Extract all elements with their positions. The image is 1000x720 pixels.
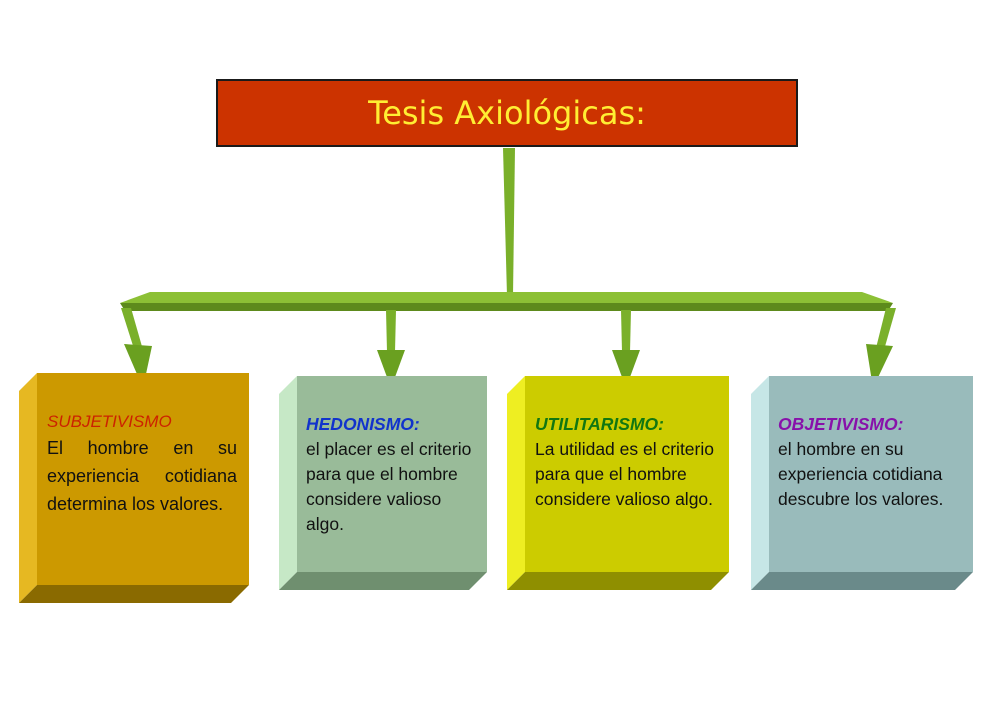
- card-body: La utilidad es el criterio para que el h…: [535, 439, 714, 509]
- horizontal-bar-front: [120, 303, 893, 311]
- card-body: el placer es el criterio para que el hom…: [306, 439, 472, 534]
- arrow-3-shaft: [621, 310, 631, 352]
- arrow-3-head: [612, 350, 640, 388]
- card-hedonismo: HEDONISMO: el placer es el criterio para…: [279, 376, 487, 590]
- arrow-2-head: [377, 350, 405, 388]
- arrow-4-shaft: [876, 308, 896, 350]
- card-body: el hombre en su experiencia cotidiana de…: [778, 439, 944, 509]
- card-heading: UTILITARISMO:: [535, 414, 664, 434]
- card-heading: HEDONISMO:: [306, 414, 420, 434]
- card-4-block: [751, 376, 973, 590]
- trunk-connector: [503, 148, 515, 296]
- card-body: El hombre en su experiencia cotidiana de…: [47, 438, 237, 514]
- card-objetivismo: OBJETIVISMO: el hombre en su experiencia…: [751, 376, 973, 590]
- arrow-1-shaft: [121, 308, 143, 352]
- card-2-block: [279, 376, 487, 590]
- card-heading: OBJETIVISMO:: [778, 414, 904, 434]
- card-heading: SUBJETIVISMO: [47, 412, 172, 431]
- card-3-block: [507, 376, 729, 590]
- horizontal-bar-top: [120, 292, 893, 303]
- card-subjetivismo: SUBJETIVISMO El hombre en su experiencia…: [19, 373, 249, 603]
- title-box: Tesis Axiológicas:: [216, 79, 798, 147]
- card-1-block: [19, 373, 249, 603]
- arrow-2-shaft: [386, 310, 396, 352]
- card-utilitarismo: UTILITARISMO: La utilidad es el criterio…: [507, 376, 729, 590]
- page-title: Tesis Axiológicas:: [368, 94, 646, 132]
